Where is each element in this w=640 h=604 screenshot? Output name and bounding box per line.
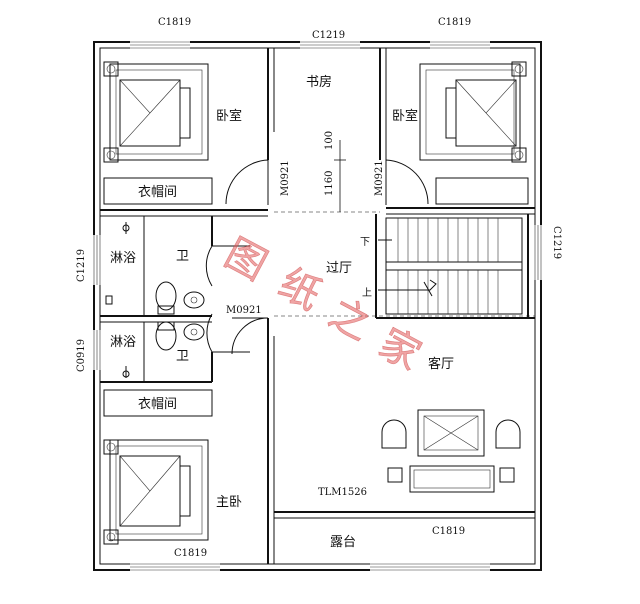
stairs (378, 217, 523, 315)
bed-right (419, 61, 527, 163)
room-closet-top: 衣帽间 (138, 184, 177, 200)
dimension-lines (274, 140, 535, 317)
door-study-right: M0921 (374, 160, 385, 196)
room-bath-bottom: 卫 (176, 349, 189, 364)
door-sliding: TLM1526 (318, 487, 367, 498)
stair-down-label: 下 (360, 237, 370, 248)
window-top-left: C1819 (158, 17, 191, 28)
room-study: 书房 (306, 74, 332, 90)
room-shower-bottom: 淋浴 (110, 335, 136, 350)
room-hall: 过厅 (326, 261, 352, 276)
bath-fixtures (105, 222, 205, 378)
doors (205, 159, 429, 355)
svg-text:纸: 纸 (271, 260, 328, 319)
room-master-bedroom: 主卧 (216, 495, 242, 510)
window-top-right: C1819 (438, 17, 471, 28)
window-marks (91, 39, 544, 573)
window-bottom-right: C1819 (432, 526, 465, 537)
sofa-set (381, 409, 521, 493)
svg-text:图: 图 (217, 230, 274, 289)
room-shower-top: 淋浴 (110, 251, 136, 266)
closet-box-top (103, 177, 213, 205)
room-bath-top: 卫 (176, 249, 189, 264)
interior-walls (100, 48, 535, 564)
svg-text:之: 之 (321, 290, 378, 349)
closet-box-right (435, 177, 529, 205)
room-living: 客厅 (428, 356, 454, 372)
window-bottom-left: C1819 (174, 548, 207, 559)
room-bedroom-left: 卧室 (216, 108, 242, 124)
closet-box-bottom (103, 389, 213, 417)
dimension-1160: 1160 (324, 171, 335, 196)
door-study-left: M0921 (280, 160, 291, 196)
dimension-100: 100 (324, 131, 335, 150)
window-left-upper: C1219 (76, 249, 87, 282)
stair-up-label: 上 (362, 287, 372, 299)
door-bath: M0921 (226, 305, 262, 316)
svg-text:家: 家 (371, 320, 428, 379)
window-right: C1219 (551, 226, 562, 259)
bed-left (103, 61, 209, 163)
bed-master (103, 439, 209, 545)
window-left-lower: C0919 (76, 339, 87, 372)
room-closet-bottom: 衣帽间 (138, 396, 177, 412)
room-bedroom-right: 卧室 (392, 108, 418, 124)
window-top-center: C1219 (312, 30, 345, 41)
room-terrace: 露台 (330, 535, 356, 550)
